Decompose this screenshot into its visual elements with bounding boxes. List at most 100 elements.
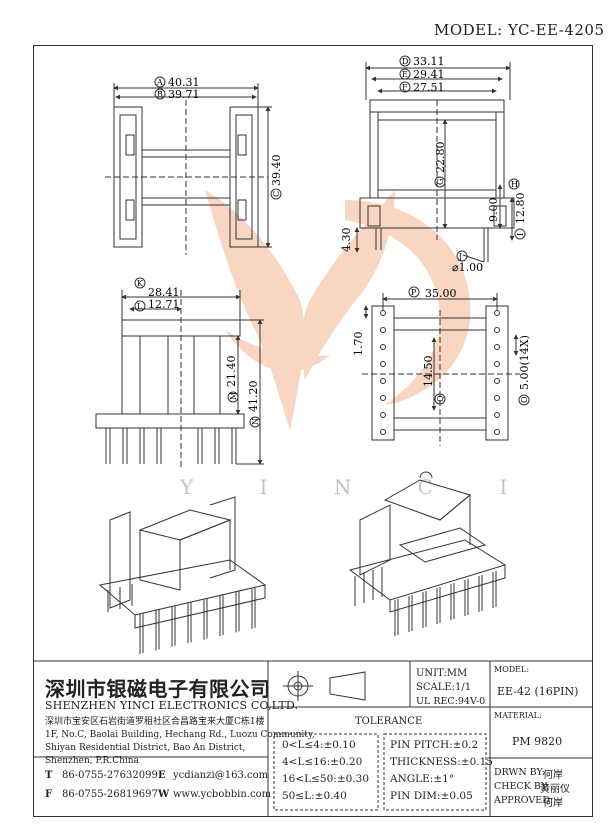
tel-letter: T [45,770,53,781]
mid-left-pins [105,428,237,464]
pin-hole [380,395,386,401]
approved-label: APPROVED: [494,795,554,806]
dim-12-value: 12.80 [514,193,527,225]
dim-j-value: ⌀1.00 [452,261,483,274]
address-line-3: Shiyan Residential District, Bao An Dist… [45,743,246,753]
dim-b-label: B [157,90,163,99]
isometric-left [98,496,267,654]
dim-a-label: A [156,78,163,87]
dim-q-value: 14.50 [422,356,435,388]
dim-f-value: 27.51 [413,81,445,94]
top-right-dims: D 33.11 E 29.41 F 27.51 G 22.80 9.00 I 1… [340,55,527,274]
tolerance-right-2: THICKNESS:±0.15 [390,756,493,768]
tel-number: 86-0755-27632099 [62,770,158,781]
mid-left-dims: K 28.41 L 12.71 M 21.40 N 41.20 [134,277,261,428]
dim-p-value: 35.00 [425,287,457,300]
pin-hole [494,378,500,384]
address-line-4: Shenzhen, P.R.China [45,756,139,766]
fax-letter: F [45,789,53,800]
model-title: MODEL: YC-EE-4205 [434,21,605,39]
tolerance-right-1: PIN PITCH:±0.2 [390,739,479,751]
tolerance-left-1: 0<L≤4:±0.10 [282,739,356,751]
dim-c-value: 39.40 [270,155,283,187]
pin-hole [494,327,500,333]
pin-hole [380,429,386,435]
drawn-by-label: DRWN BY: [494,767,545,778]
pin-hole [380,378,386,384]
pin-hole [494,361,500,367]
address-line-1: 深圳市宝安区石岩街道罗租社区合昌路宝来大厦C栋1楼 [45,717,265,727]
dim-h-label: H [511,180,518,189]
watermark-logo [205,190,471,430]
company-name-cn: 深圳市银磁电子有限公司 [45,677,271,701]
isometric-right [348,471,507,636]
dim-f-label: F [402,83,408,92]
website-link[interactable]: www.ycbobbin.com [173,789,272,800]
unit-text: UNIT:MM [416,668,468,679]
dim-e-label: E [402,70,408,79]
dim-m-label: M [229,392,238,400]
check-by-value: 黄丽仪 [540,784,570,795]
email-letter: E [158,770,166,781]
dim-g-value: 22.80 [434,142,447,174]
scale-text: SCALE:1/1 [416,682,472,693]
dim-k-value: 28.41 [148,286,180,299]
top-right-view [354,62,515,263]
pin-hole [494,344,500,350]
model-value: EE-42 (16PIN) [497,685,579,698]
dim-b-value: 39.71 [168,88,200,101]
dim-o-label: O [520,396,529,403]
tolerance-left-3: 16<L≤50:±0.30 [282,773,370,785]
pin-hole [494,310,500,316]
dim-n-value: 41.20 [247,381,260,413]
dim-l-value: 12.71 [148,298,180,311]
pin-hole [380,344,386,350]
dim-e-value: 29.41 [413,68,445,81]
check-by-label: CHECK BY: [494,781,549,792]
dim-o-value: 5.00(14X) [518,335,531,390]
tolerance-left-2: 4<L≤16:±0.20 [282,756,363,768]
dim-n-label: N [251,418,260,425]
title-block-grid [33,660,593,817]
address-line-2: 1F, No.C, Baolai Building, Hechang Rd., … [45,730,315,740]
pin-hole [494,395,500,401]
material-value: PM 9820 [512,735,563,748]
watermark-text: Y I N C I [179,475,537,499]
pin-hole [494,412,500,418]
dim-d-value: 33.11 [413,55,445,68]
tolerance-title: TOLERANCE [355,716,423,727]
dim-d-label: D [402,57,408,66]
dim-i-label: I [516,233,525,236]
top-left-view [105,83,272,255]
drawing-frame [33,45,593,817]
mid-left-view [95,290,264,470]
dim-m-value: 21.40 [225,356,238,388]
tolerance-left-4: 50≤L:±0.40 [282,790,347,802]
pin-hole [380,412,386,418]
pin-hole [380,327,386,333]
tolerance-right-4: PIN DIM:±0.05 [390,790,473,802]
company-name-en: SHENZHEN YINCI ELECTRONICS CO,LTD. [45,699,299,712]
dim-q-label: Q [436,395,445,402]
pin-hole [380,310,386,316]
model-label: MODEL: [494,665,530,674]
ul-rec-text: UL REC:94V-0 [416,696,486,707]
projection-symbol-icon [283,671,366,701]
material-label: MATERIAL: [494,711,542,720]
mid-right-pin-holes [380,310,500,435]
email-address[interactable]: ycdianzi@163.com [173,770,269,781]
drawn-by-value: 何岸 [543,770,563,781]
dim-p-label: P [411,288,417,297]
mid-right-view [362,293,520,446]
approved-value: 何岸 [543,798,563,809]
dim-a-value: 40.31 [168,76,200,89]
tolerance-right-3: ANGLE:±1° [390,773,455,785]
pin-hole [380,361,386,367]
dim-g-label: G [436,179,445,185]
top-left-dims: A 40.31 B 39.71 C 39.40 [154,76,283,200]
dim-l-label: L [137,302,143,311]
dim-9-value: 9.00 [487,198,500,223]
fax-number: 86-0755-26819697 [62,789,158,800]
